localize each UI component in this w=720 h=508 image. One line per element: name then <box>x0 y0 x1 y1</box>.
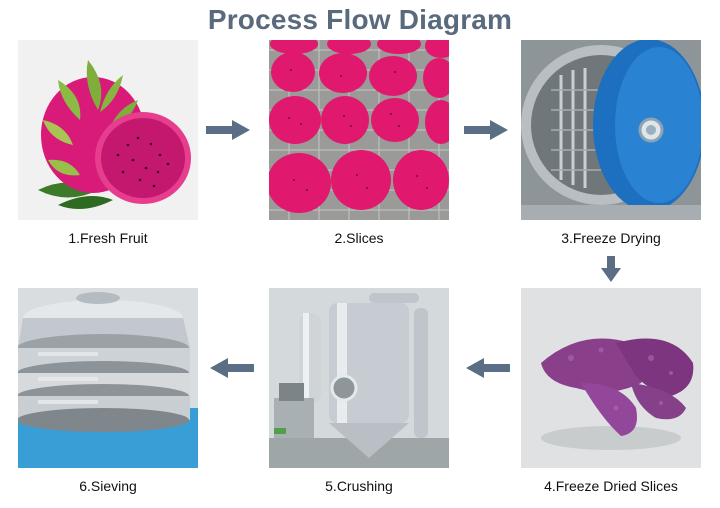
step-label-freeze-drying: 3.Freeze Drying <box>561 230 661 246</box>
arrow-left-icon <box>466 358 510 378</box>
sieving-machine-image <box>18 288 198 468</box>
arrow-down-icon <box>601 256 621 282</box>
step-label-crushing: 5.Crushing <box>325 478 393 494</box>
freeze-dried-slices-image <box>521 288 701 468</box>
slices-image <box>269 40 449 220</box>
step-label-fresh-fruit: 1.Fresh Fruit <box>68 230 148 246</box>
diagram-title: Process Flow Diagram <box>207 4 513 35</box>
step-label-sieving: 6.Sieving <box>79 478 137 494</box>
arrow-right-icon <box>206 120 250 140</box>
arrow-left-icon <box>210 358 254 378</box>
step-label-freeze-dried-slices: 4.Freeze Dried Slices <box>544 478 678 494</box>
fresh-fruit-image <box>18 40 198 220</box>
freeze-dryer-image <box>521 40 701 220</box>
step-label-slices: 2.Slices <box>334 230 384 246</box>
crushing-machine-image <box>269 288 449 468</box>
arrow-right-icon <box>464 120 508 140</box>
